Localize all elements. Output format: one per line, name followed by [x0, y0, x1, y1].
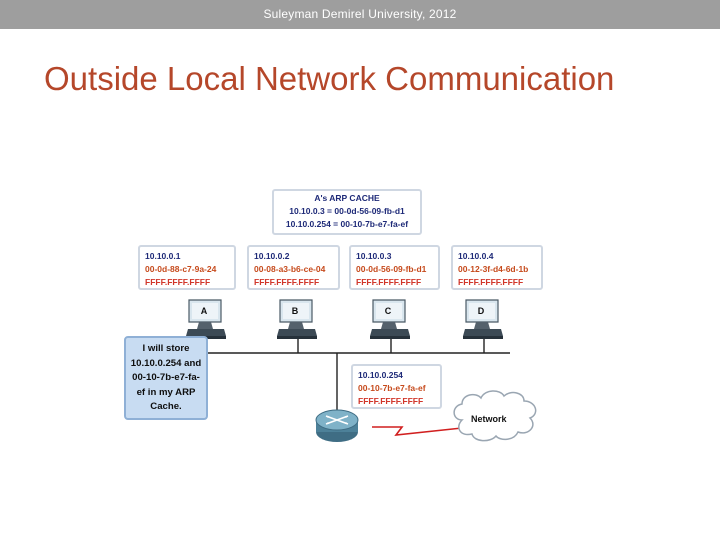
- host-b-broadcast: FFFF.FFFF.FFFF: [254, 277, 320, 287]
- cloud-icon: [453, 390, 537, 442]
- host-c-broadcast: FFFF.FFFF.FFFF: [356, 277, 422, 287]
- host-c-info: 10.10.0.3 00-0d-56-09-fb-d1 FFFF.FFFF.FF…: [349, 245, 440, 290]
- host-c-mac: 00-0d-56-09-fb-d1: [356, 264, 427, 274]
- callout-line: 10.10.0.254 and: [130, 357, 202, 369]
- router-broadcast: FFFF.FFFF.FFFF: [358, 396, 424, 406]
- slide-title: Outside Local Network Communication: [44, 60, 615, 97]
- router-ip: 10.10.0.254: [358, 370, 403, 380]
- host-a-mac: 00-0d-88-c7-9a-24: [145, 264, 217, 274]
- pc-b-label: B: [291, 306, 299, 316]
- host-d-broadcast: FFFF.FFFF.FFFF: [458, 277, 524, 287]
- computer-icon: [370, 299, 410, 339]
- arp-callout: I will store 10.10.0.254 and 00-10-7b-e7…: [124, 336, 208, 420]
- host-a-info: 10.10.0.1 00-0d-88-c7-9a-24 FFFF.FFFF.FF…: [138, 245, 236, 290]
- arp-cache-title: A's ARP CACHE: [314, 193, 380, 203]
- pc-a-label: A: [200, 306, 208, 316]
- host-a-broadcast: FFFF.FFFF.FFFF: [145, 277, 211, 287]
- router-info: 10.10.0.254 00-10-7b-e7-fa-ef FFFF.FFFF.…: [351, 364, 442, 409]
- host-d-info: 10.10.0.4 00-12-3f-d4-6d-1b FFFF.FFFF.FF…: [451, 245, 543, 290]
- host-c-ip: 10.10.0.3: [356, 251, 392, 261]
- host-b-mac: 00-08-a3-b6-ce-04: [254, 264, 326, 274]
- host-b-info: 10.10.0.2 00-08-a3-b6-ce-04 FFFF.FFFF.FF…: [247, 245, 340, 290]
- callout-line: Cache.: [150, 401, 182, 412]
- pc-d-label: D: [477, 306, 485, 316]
- arp-cache-box: A's ARP CACHE 10.10.0.3 = 00-0d-56-09-fb…: [272, 189, 422, 235]
- router-icon: [315, 409, 359, 442]
- callout-line: I will store: [142, 343, 190, 354]
- callout-line: ef in my ARP: [136, 386, 196, 398]
- host-d-mac: 00-12-3f-d4-6d-1b: [458, 264, 529, 274]
- cloud-label: Network: [471, 414, 507, 424]
- pc-c: C: [369, 298, 411, 342]
- serial-link: [372, 426, 463, 436]
- pc-b: B: [276, 298, 318, 342]
- host-d-ip: 10.10.0.4: [458, 251, 494, 261]
- host-a-ip: 10.10.0.1: [145, 251, 181, 261]
- arp-cache-entry: 10.10.0.3 = 00-0d-56-09-fb-d1: [289, 206, 405, 216]
- computer-icon: [277, 299, 317, 339]
- arp-cache-entry: 10.10.0.254 = 00-10-7b-e7-fa-ef: [285, 219, 409, 229]
- router-mac: 00-10-7b-e7-fa-ef: [358, 383, 426, 393]
- header-text: Suleyman Demirel University, 2012: [263, 7, 457, 21]
- callout-line: 00-10-7b-e7-fa-: [132, 372, 200, 383]
- header-bar: Suleyman Demirel University, 2012: [0, 0, 720, 29]
- pc-c-label: C: [384, 306, 392, 316]
- computer-icon: [463, 299, 503, 339]
- pc-d: D: [462, 298, 504, 342]
- host-b-ip: 10.10.0.2: [254, 251, 290, 261]
